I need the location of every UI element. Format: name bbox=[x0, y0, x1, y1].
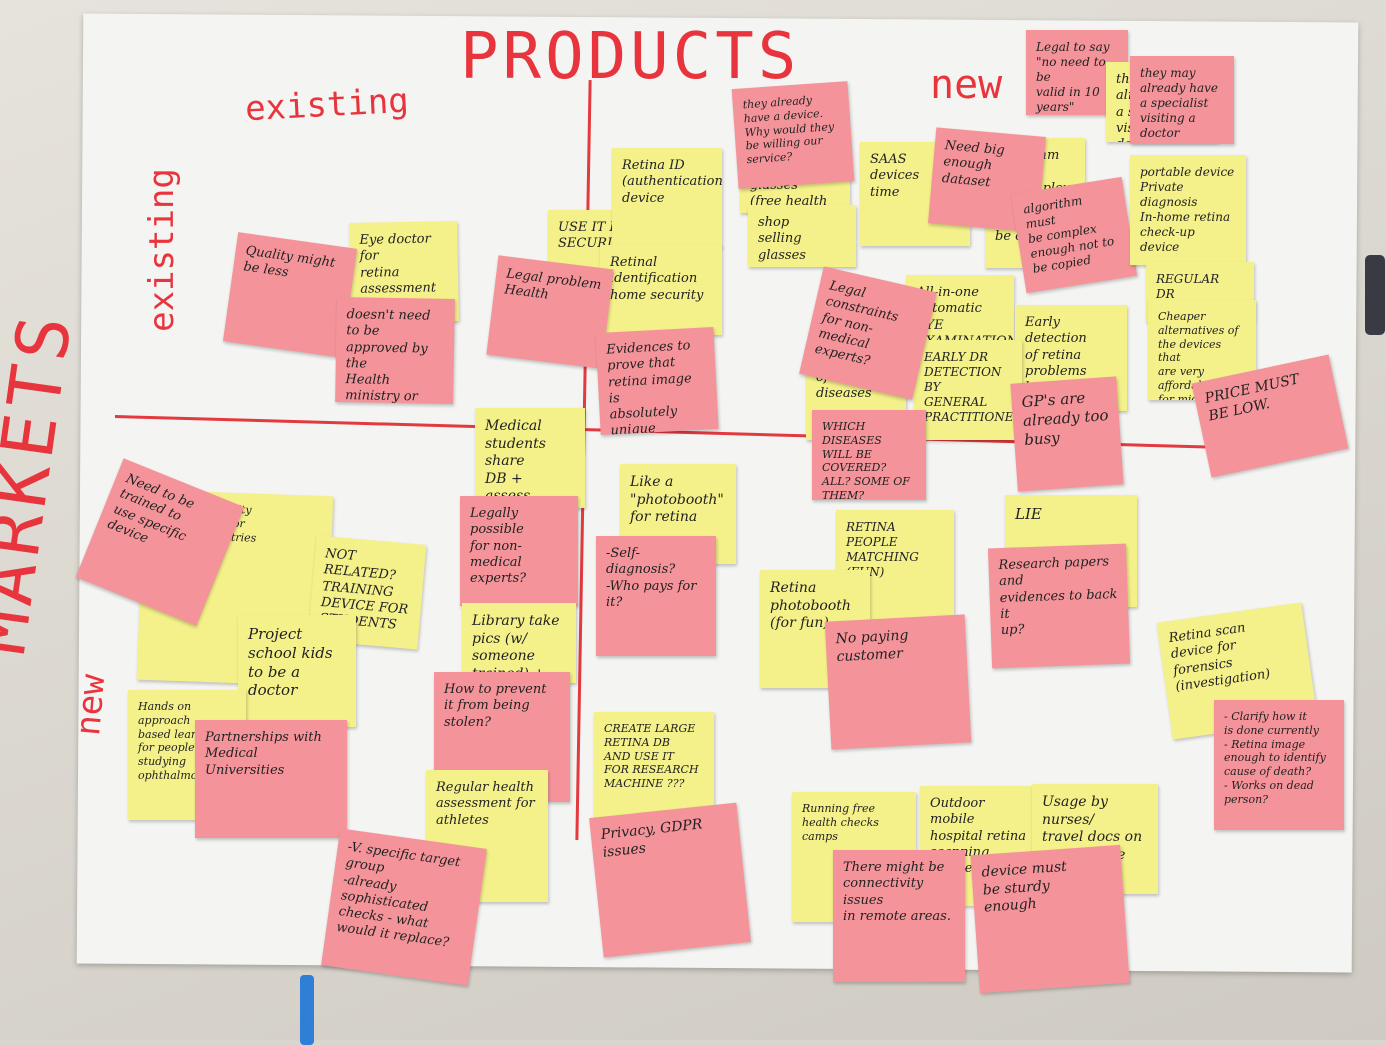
sticky-note: -V. specific target group -already sophi… bbox=[321, 828, 487, 986]
sticky-note: they already have a device. Why would th… bbox=[731, 81, 855, 189]
sticky-note: EARLY DR DETECTION BY GENERAL PRACTITION… bbox=[914, 340, 1022, 440]
sticky-note: algorithm must be complex enough not to … bbox=[1010, 176, 1138, 294]
sticky-note: Retinal identification home security bbox=[600, 245, 722, 335]
sticky-note: Regular health assessment for athletes bbox=[426, 770, 548, 902]
new-products-label: new bbox=[930, 62, 1003, 108]
sticky-note: - Clarify how it is done currently - Ret… bbox=[1214, 700, 1344, 830]
sticky-note: GP's are already too busy bbox=[1010, 376, 1124, 492]
sticky-note: device must be sturdy enough bbox=[970, 844, 1130, 994]
sticky-note: Privacy, GDPR issues bbox=[589, 802, 751, 958]
sticky-note: doesn't need to be approved by the Healt… bbox=[335, 296, 455, 405]
sticky-note: Evidences to prove that retina image is … bbox=[595, 326, 719, 436]
sticky-note: WHICH DISEASES WILL BE COVERED? ALL? SOM… bbox=[812, 410, 926, 500]
sticky-note: RETINA PEOPLE MATCHING (FUN) bbox=[836, 510, 954, 622]
sticky-note: Library take pics (w/ someone trained) +… bbox=[462, 603, 576, 683]
sticky-note: -Self-diagnosis? -Who pays for it? bbox=[596, 536, 716, 656]
sticky-note: Legal problem Health bbox=[486, 255, 614, 369]
existing-products-label: existing bbox=[244, 80, 410, 130]
sticky-note: Research papers and evidences to back it… bbox=[987, 543, 1131, 669]
new-markets-label: new bbox=[68, 672, 114, 738]
sticky-note: portable device Private diagnosis In-hom… bbox=[1130, 155, 1246, 265]
sticky-note: Retina ID (authentication) device bbox=[612, 148, 722, 248]
sticky-note: Legally possible for non-medical experts… bbox=[460, 496, 578, 606]
blue-marker-pen bbox=[300, 975, 314, 1045]
existing-markets-label: existing bbox=[141, 168, 182, 332]
sticky-note: Medical students share DB + assess patie… bbox=[475, 408, 585, 508]
sticky-note: No paying customer bbox=[824, 614, 972, 750]
sticky-note: Partnerships with Medical Universities bbox=[195, 720, 347, 838]
products-heading: PRODUCTS bbox=[460, 20, 801, 94]
sticky-note: There might be connectivity issues in re… bbox=[833, 850, 965, 982]
sticky-note: Project school kids to be a doctor bbox=[238, 615, 356, 727]
dark-marker-pen bbox=[1365, 255, 1385, 335]
sticky-note: they may already have a specialist visit… bbox=[1130, 56, 1234, 144]
sticky-note: shop selling glasses bbox=[748, 205, 856, 267]
